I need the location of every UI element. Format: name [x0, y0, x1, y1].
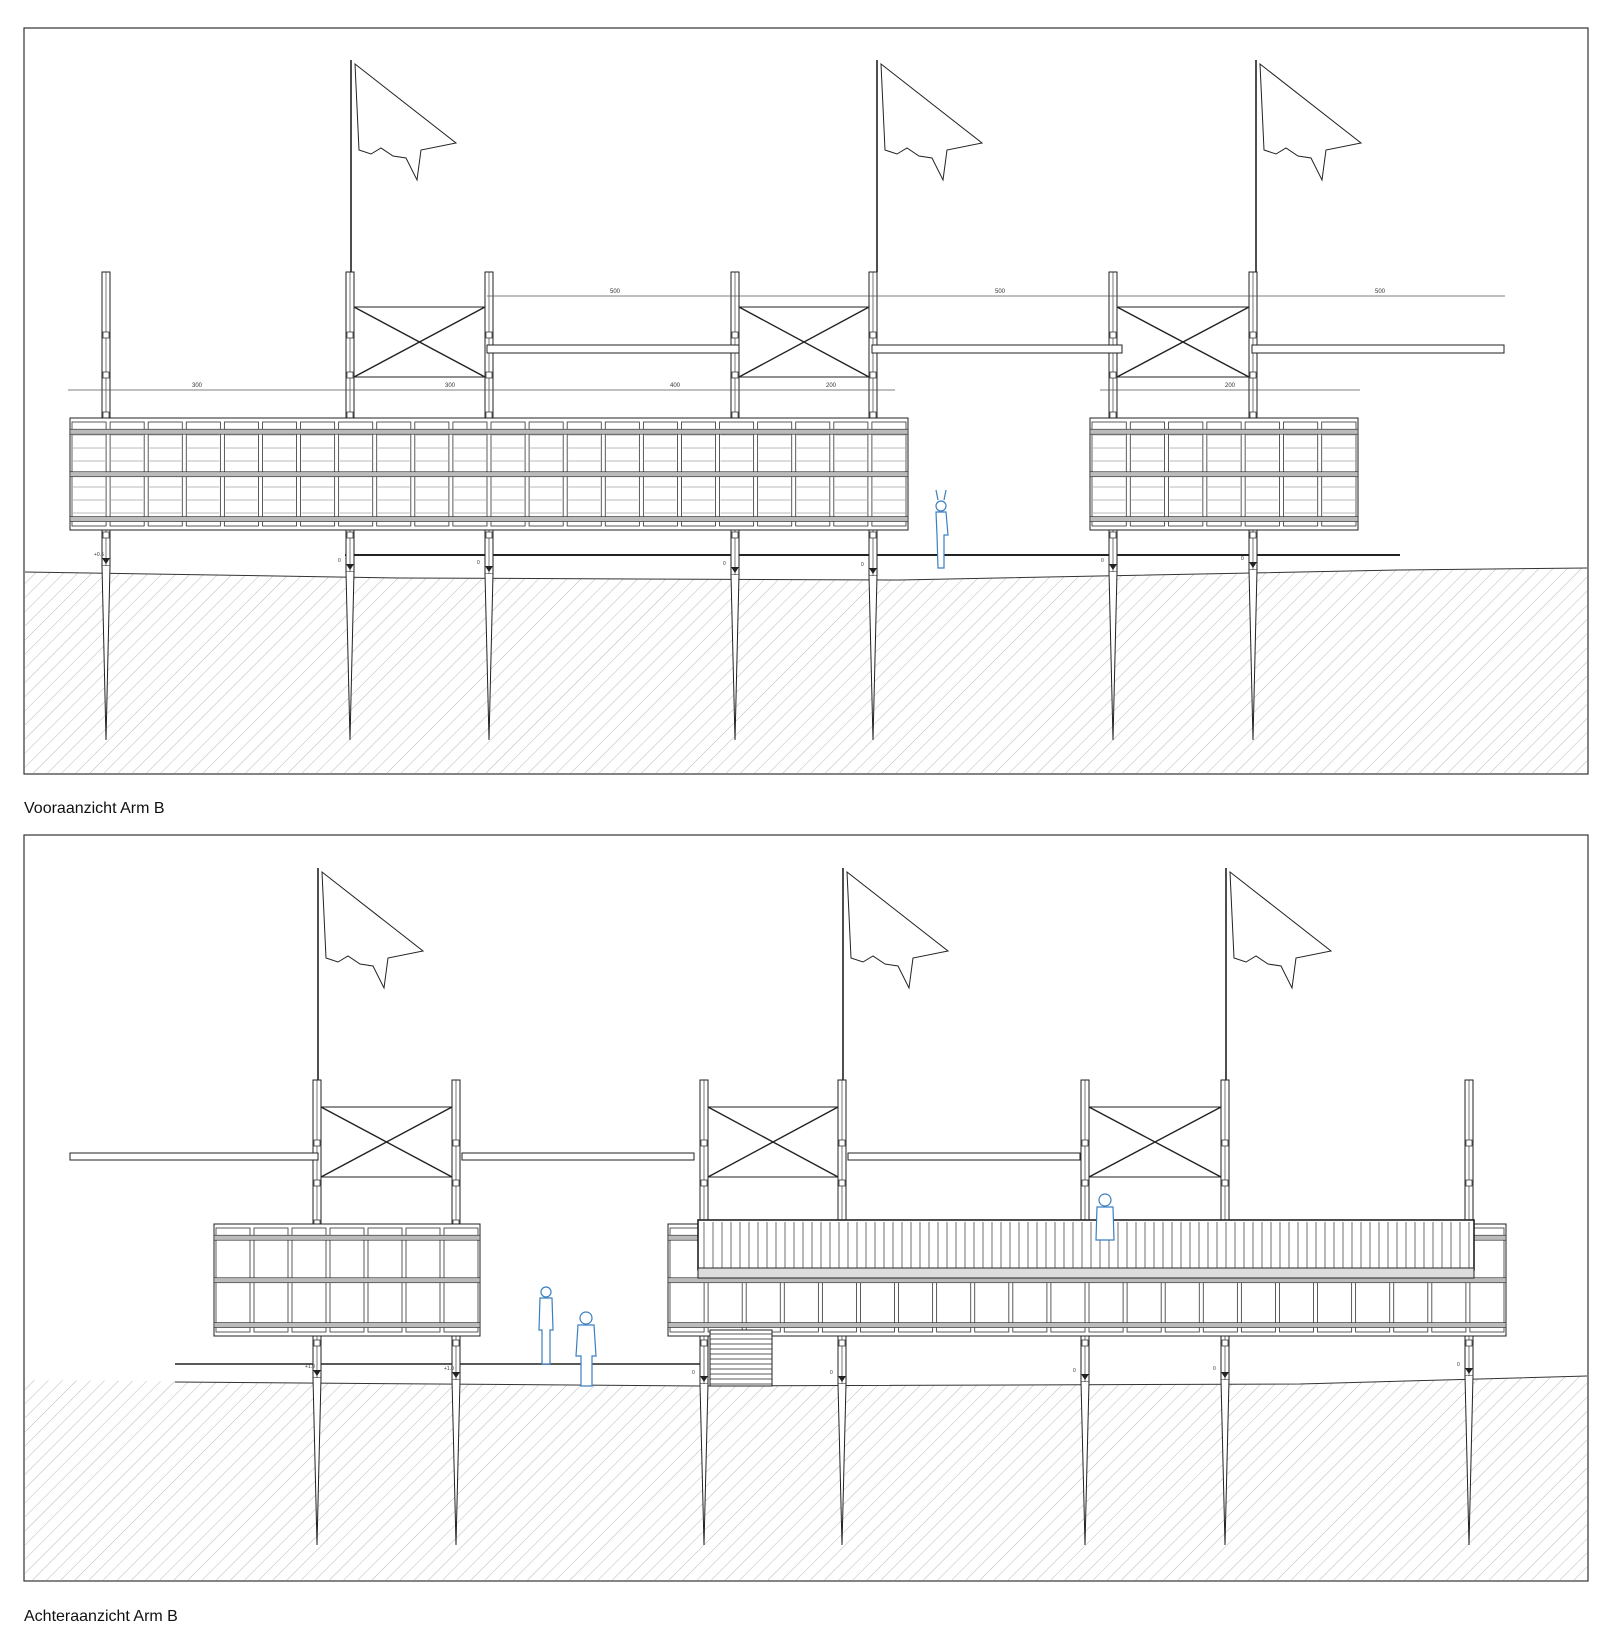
cross-bracing: [320, 1106, 453, 1178]
level-mark: 0: [692, 1370, 708, 1382]
level-marks: +1.0 +1.0 0 0 0 0 0: [305, 1362, 1473, 1382]
flag-icon: [842, 868, 950, 1080]
dimension-label: 300: [192, 383, 203, 389]
dimension-label: 500: [995, 289, 1006, 295]
level-mark: 0: [1101, 558, 1117, 570]
front-view-panel: 500 500 500 300 300 400 200 200 +0.5 0 0 0 0…: [23, 27, 1589, 775]
level-label: +0.5: [94, 552, 104, 558]
dimension-label: 400: [670, 383, 681, 389]
balcony-railing: [697, 1219, 1475, 1279]
level-marks: +0.5 0 0 0 0 0 0: [94, 552, 1257, 574]
level-label: +1.0: [305, 1364, 315, 1370]
dimension-label: 200: [1225, 383, 1236, 389]
caption-rear-view: Achteraanzicht Arm B: [24, 1608, 178, 1625]
dimension-label: 200: [826, 383, 837, 389]
roof-beam: [461, 1152, 695, 1161]
level-mark: +0.5: [94, 552, 110, 564]
level-label: 0: [477, 560, 480, 566]
wall-panel-group: [69, 417, 1359, 531]
roof-beam: [486, 344, 740, 354]
roof-beam: [847, 1152, 1081, 1161]
level-mark: 0: [338, 558, 354, 570]
ground-hatch: [25, 568, 1587, 773]
level-label: +1.0: [444, 1366, 454, 1372]
level-mark: 0: [1073, 1368, 1089, 1380]
level-label: 0: [1101, 558, 1104, 564]
level-mark: 0: [477, 560, 493, 572]
ground-line: [24, 567, 1588, 581]
level-mark: +1.0: [305, 1364, 321, 1376]
level-mark: 0: [1213, 1366, 1229, 1378]
cross-bracing-group: [320, 1106, 1222, 1178]
level-mark: 0: [1241, 556, 1257, 568]
roof-beam: [69, 1152, 319, 1161]
flag-icon: [350, 60, 458, 272]
level-label: 0: [1457, 1362, 1460, 1368]
cross-bracing: [707, 1106, 839, 1178]
level-label: 0: [830, 1370, 833, 1376]
roof-beam: [871, 344, 1123, 354]
flag-group: [350, 60, 1363, 272]
level-label: 0: [1241, 556, 1244, 562]
cross-bracing: [738, 306, 870, 378]
flag-icon: [1255, 60, 1363, 272]
level-label: 0: [1073, 1368, 1076, 1374]
dimension-label: 500: [610, 289, 621, 295]
level-label: 0: [338, 558, 341, 564]
rear-view-panel: +1.0 +1.0 0 0 0 0 0: [23, 834, 1589, 1582]
stair: [709, 1329, 773, 1387]
wall-panel: [1089, 417, 1359, 531]
wall-panel: [69, 417, 909, 531]
level-mark: +1.0: [444, 1366, 460, 1378]
level-mark: 0: [1457, 1362, 1473, 1374]
level-mark: 0: [830, 1370, 846, 1382]
wall-panel-group: [213, 1219, 1507, 1337]
ground-line: [174, 1375, 1588, 1387]
cross-bracing: [353, 306, 486, 378]
wall-panel: [213, 1223, 481, 1337]
dimension-lines: [68, 295, 1505, 391]
roof-beam: [1251, 344, 1505, 354]
dimension-label: 300: [445, 383, 456, 389]
caption-front-view: Vooraanzicht Arm B: [24, 800, 165, 817]
level-label: 0: [1213, 1366, 1216, 1372]
flag-icon: [317, 868, 425, 1080]
cross-bracing-group: [353, 306, 1250, 378]
cross-bracing: [1088, 1106, 1222, 1178]
cross-bracing: [1116, 306, 1250, 378]
level-label: 0: [861, 562, 864, 568]
person-figure-icon: [538, 1286, 554, 1365]
ground-hatch: [25, 1376, 1587, 1580]
level-mark: 0: [861, 562, 877, 574]
level-mark: 0: [723, 561, 739, 573]
flag-icon: [1225, 868, 1333, 1080]
dimension-label: 500: [1375, 289, 1386, 295]
person-figure-icon: [935, 489, 949, 569]
flag-group: [317, 868, 1333, 1080]
person-figure-icon: [575, 1311, 597, 1387]
level-label: 0: [692, 1370, 695, 1376]
level-label: 0: [723, 561, 726, 567]
flag-icon: [876, 60, 984, 272]
person-figure-icon: [1095, 1193, 1115, 1241]
